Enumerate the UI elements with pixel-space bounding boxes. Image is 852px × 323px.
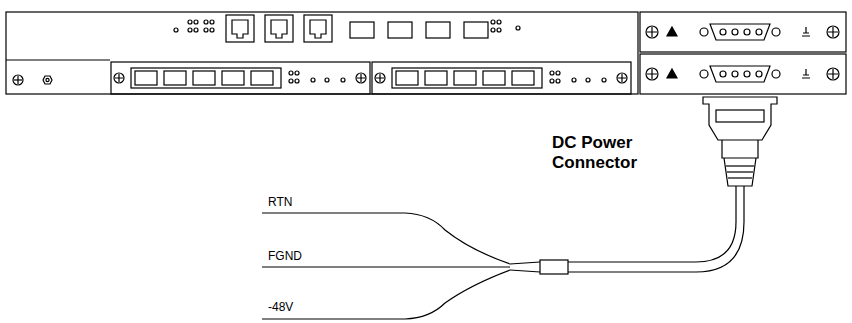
status-led (289, 71, 293, 75)
rj45-port (226, 15, 254, 42)
sfp-port (388, 22, 412, 38)
screw (827, 68, 839, 80)
status-led (341, 78, 345, 82)
status-led (497, 28, 501, 32)
screw (827, 26, 839, 38)
warning-symbol (667, 27, 677, 36)
signal-name: FGND (266, 250, 304, 264)
sfp-port (164, 71, 186, 85)
status-led (556, 71, 560, 75)
status-led (210, 28, 214, 32)
rj45-port (304, 15, 332, 42)
screw (617, 73, 627, 83)
sfp-port (350, 22, 374, 38)
screw (700, 70, 708, 78)
status-led (497, 20, 501, 24)
chassis-front (6, 12, 638, 94)
status-led (550, 71, 554, 75)
screw (772, 28, 780, 36)
interface-module (111, 62, 370, 94)
rj45-port (265, 15, 293, 42)
sfp-cage (392, 68, 542, 88)
socket-pin (720, 71, 726, 77)
rj45-opening (232, 20, 248, 38)
socket-pin (756, 29, 762, 35)
screw (772, 70, 780, 78)
sfp-port (454, 71, 476, 85)
wire-48v (262, 270, 510, 319)
ground-symbol (802, 69, 810, 78)
screw (646, 26, 658, 38)
sfp-port (483, 71, 505, 85)
dc-socket (710, 66, 770, 82)
screw (646, 68, 658, 80)
status-led (491, 28, 495, 32)
status-led (550, 79, 554, 83)
sfp-port (222, 71, 244, 85)
status-led (491, 20, 495, 24)
dc-socket (710, 24, 770, 40)
cable (568, 186, 736, 262)
status-led (188, 20, 192, 24)
cable-sleeve (540, 260, 568, 274)
screw (114, 73, 124, 83)
sfp-port (193, 71, 215, 85)
status-led (210, 20, 214, 24)
sfp-port (425, 71, 447, 85)
dc-plug (703, 97, 777, 186)
wire-fgnd (262, 266, 510, 267)
rj45-opening (310, 20, 326, 38)
socket-pin (720, 29, 726, 35)
socket-pin (756, 71, 762, 77)
rj45-opening (271, 20, 287, 38)
status-led (204, 20, 208, 24)
sfp-cage (131, 68, 281, 88)
sfp-port (464, 22, 488, 38)
sfp-port (396, 71, 418, 85)
status-led (194, 20, 198, 24)
status-led (174, 28, 178, 32)
ground-symbol (802, 27, 810, 36)
sfp-port (512, 71, 534, 85)
status-led (516, 26, 520, 30)
status-led (295, 71, 299, 75)
interface-module (372, 62, 631, 94)
screw (700, 28, 708, 36)
signal-name: -48V (266, 301, 295, 315)
connector-label: DC Power Connector (550, 133, 654, 172)
status-led (586, 78, 590, 82)
socket-pin (732, 29, 738, 35)
screw (375, 73, 385, 83)
status-led (572, 78, 576, 82)
sfp-port (426, 22, 450, 38)
status-led (556, 79, 560, 83)
status-led (602, 78, 606, 82)
sfp-port (251, 71, 273, 85)
power-module (640, 54, 846, 94)
cable (568, 186, 744, 272)
sfp-port (135, 71, 157, 85)
status-led (204, 28, 208, 32)
status-led (325, 78, 329, 82)
signal-name: RTN (266, 196, 294, 210)
status-led (188, 28, 192, 32)
power-module (640, 12, 846, 52)
socket-pin (732, 71, 738, 77)
status-led (311, 78, 315, 82)
status-led (295, 79, 299, 83)
socket-pin (744, 29, 750, 35)
screw (356, 73, 366, 83)
status-led (194, 28, 198, 32)
status-led (289, 79, 293, 83)
warning-symbol (667, 69, 677, 78)
wire-rtn (262, 213, 510, 264)
socket-pin (744, 71, 750, 77)
